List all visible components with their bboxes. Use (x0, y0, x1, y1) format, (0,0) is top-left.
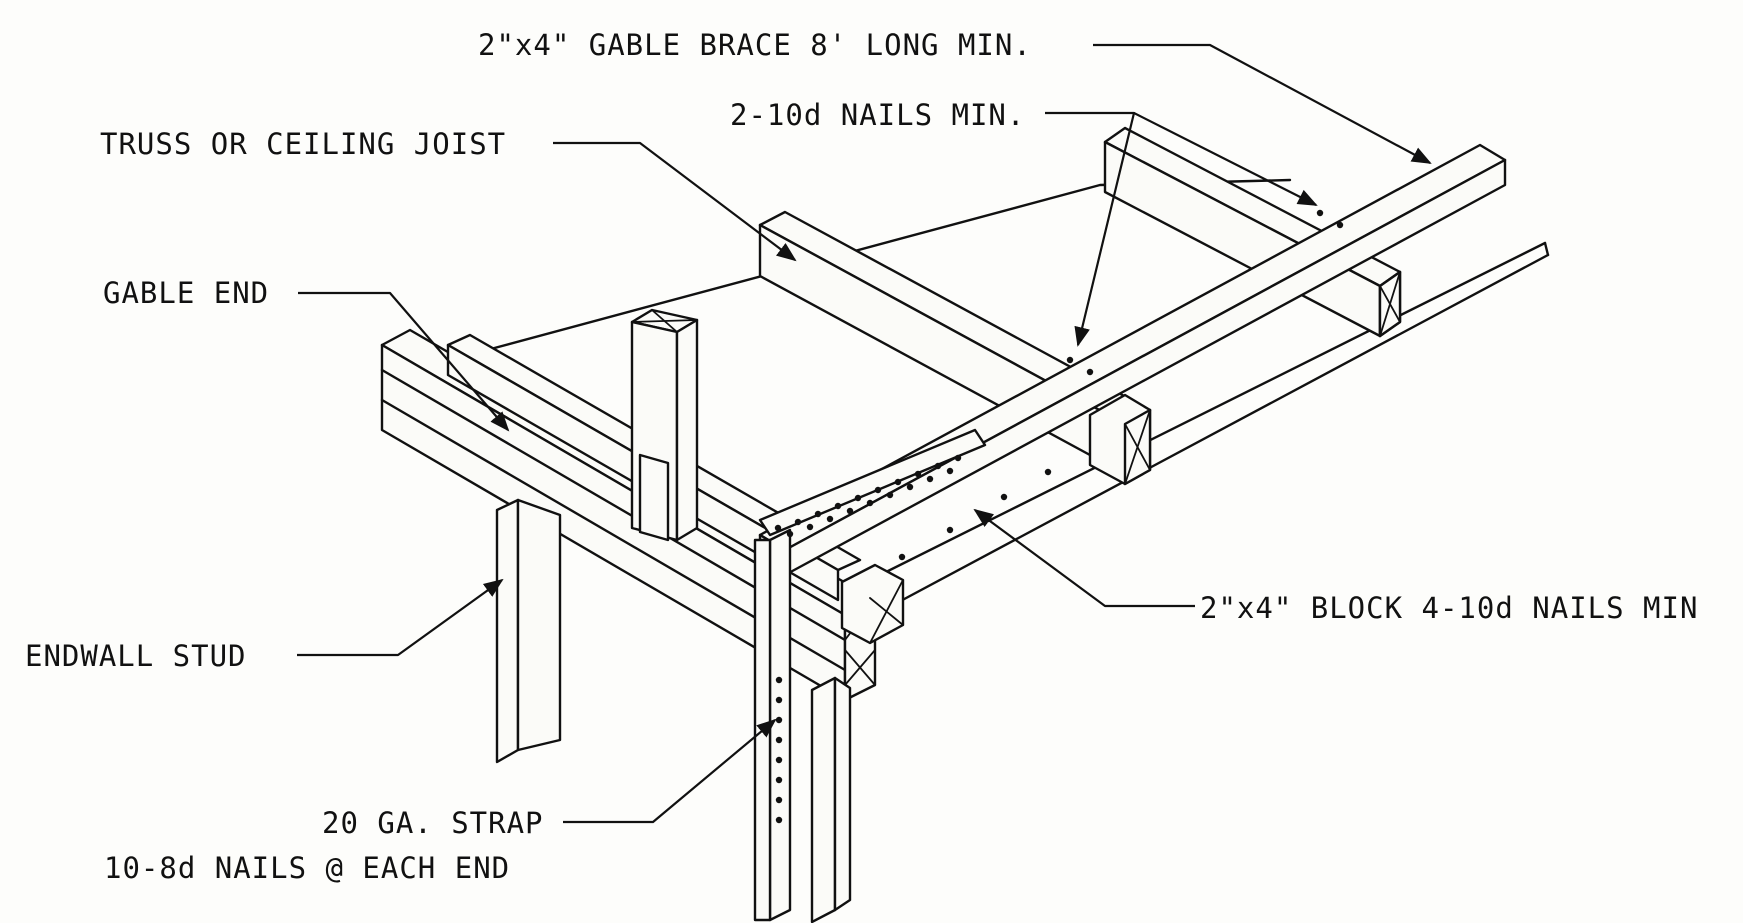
nails-10d-label: 2-10d NAILS MIN. (730, 98, 1025, 132)
end-block (840, 563, 905, 645)
gable-vertical-post (630, 308, 699, 542)
flat-block (758, 428, 987, 537)
gable-brace-label: 2"x4" GABLE BRACE 8' LONG MIN. (478, 28, 1032, 62)
back-block (1378, 270, 1402, 338)
truss-joist-label: TRUSS OR CEILING JOIST (100, 127, 506, 161)
strap-label: 20 GA. STRAP (322, 806, 544, 840)
block-label: 2"x4" BLOCK 4-10d NAILS MIN (1200, 591, 1698, 625)
nails-group (774, 209, 1344, 824)
endwall-stud (495, 498, 852, 923)
middle-block (1088, 393, 1152, 486)
gable-end-label: GABLE END (103, 276, 269, 310)
leader-lines (297, 43, 1432, 824)
strap-nails-label: 10-8d NAILS @ EACH END (104, 851, 510, 885)
endwall-stud-label: ENDWALL STUD (25, 639, 247, 673)
gable-brace (758, 143, 1507, 577)
strap (753, 528, 792, 922)
